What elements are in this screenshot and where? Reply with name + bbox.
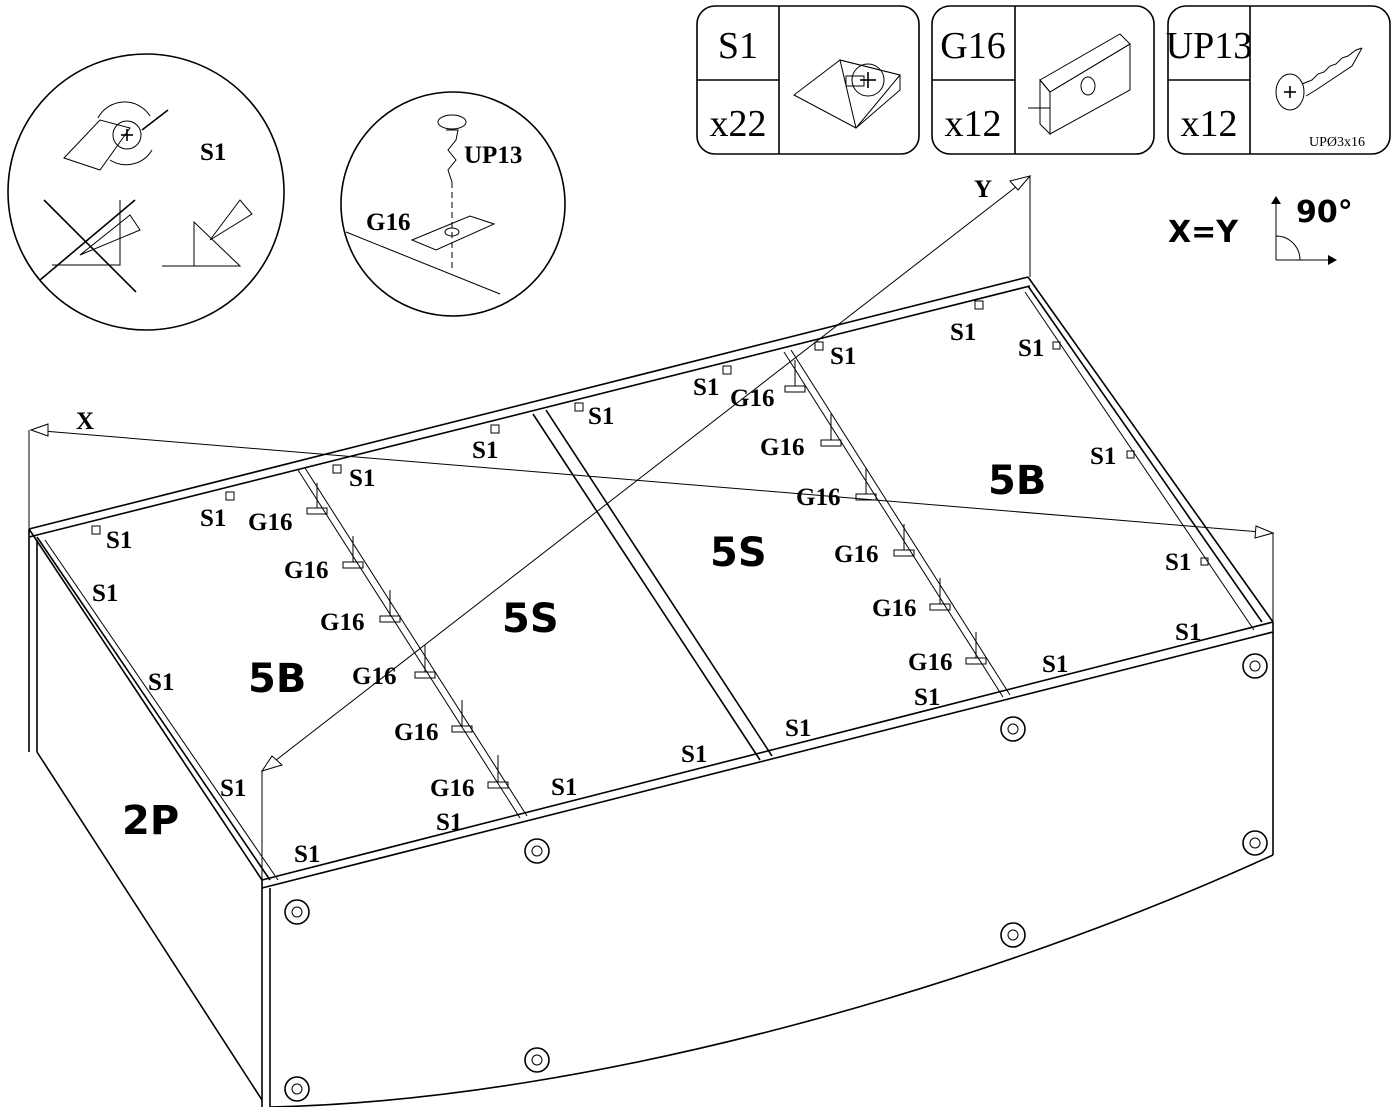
s1-callout: S1	[588, 403, 614, 430]
incorrect-mount-icon	[39, 199, 141, 293]
g16-callout: G16	[796, 484, 840, 511]
g16-callout: G16	[760, 434, 804, 461]
detail-screw-label: UP13	[464, 142, 522, 169]
part-qty: x12	[1181, 103, 1238, 145]
s1-callout: S1	[785, 715, 811, 742]
part-code: G16	[940, 25, 1005, 67]
s1-callout: S1	[472, 437, 498, 464]
s1-callout: S1	[148, 669, 174, 696]
s1-callout: S1	[349, 465, 375, 492]
g16-callout: G16	[430, 775, 474, 802]
front-cam-holes	[284, 653, 1268, 1102]
g16-right-column: G16 G16 G16 G16 G16 G16	[730, 360, 987, 676]
square-angle: 90°	[1296, 195, 1353, 230]
screw-spec: UPØ3x16	[1309, 135, 1365, 150]
g16-callout: G16	[248, 509, 292, 536]
connector-plate-icon	[1028, 33, 1131, 136]
s1-callout: S1	[830, 343, 856, 370]
s1-callout: S1	[1165, 549, 1191, 576]
part-card-s1: S1 x22	[696, 5, 920, 155]
g16-left-column: G16 G16 G16 G16 G16 G16	[248, 483, 509, 802]
part-card-g16: G16 x12	[931, 5, 1155, 155]
g16-callout: G16	[394, 719, 438, 746]
s1-callout: S1	[106, 527, 132, 554]
square-equation: X=Y	[1168, 215, 1239, 250]
s1-callout: S1	[220, 775, 246, 802]
g16-callout: G16	[320, 609, 364, 636]
s1-callout: S1	[693, 374, 719, 401]
s1-callout: S1	[950, 319, 976, 346]
g16-callout: G16	[730, 385, 774, 412]
g16-callout: G16	[834, 541, 878, 568]
square-check: X=Y 90°	[1168, 195, 1353, 265]
detail-circle-g16: UP13 G16	[340, 91, 566, 317]
part-code: S1	[718, 25, 758, 67]
s1-callout: S1	[1175, 619, 1201, 646]
part-card-up13: UP13 x12 UPØ3x16	[1166, 5, 1391, 155]
part-qty: x12	[945, 103, 1002, 145]
g16-callout: G16	[284, 557, 328, 584]
screw-icon	[1275, 47, 1363, 111]
s1-callout: S1	[92, 580, 118, 607]
axis-x-label: X	[76, 408, 94, 435]
detail-circle-s1: S1	[7, 53, 285, 331]
g16-callout: G16	[352, 663, 396, 690]
s1-callout: S1	[200, 505, 226, 532]
panel-label-left-shelf: 5S	[502, 596, 559, 642]
detail-plate-label: G16	[366, 209, 410, 236]
correct-mount-icon	[162, 199, 253, 267]
s1-callout: S1	[551, 774, 577, 801]
s1-callouts: S1 S1 S1 S1 S1 S1 S1 S1 S1 S1 S1 S1 S1 S…	[92, 319, 1201, 868]
s1-callout: S1	[1042, 651, 1068, 678]
panel-label-right-end: 5B	[988, 458, 1046, 504]
s1-callout: S1	[1018, 335, 1044, 362]
panel-label-right-shelf: 5S	[710, 530, 767, 576]
s1-callout: S1	[914, 684, 940, 711]
part-qty: x22	[710, 103, 767, 145]
cam-lock-fitting-icon	[63, 101, 169, 171]
axis-y-label: Y	[974, 176, 992, 203]
panel-label-front: 2P	[122, 798, 179, 844]
g16-callouts: G16 G16 G16 G16 G16 G16 G16 G16 G16 G16 …	[248, 360, 987, 802]
s1-callout: S1	[436, 809, 462, 836]
connector-plate-icon	[410, 215, 496, 251]
panel-label-left-end: 5B	[248, 656, 306, 702]
cabinet-outline	[28, 175, 1275, 1107]
cam-lock-fitting-icon	[793, 59, 901, 129]
s1-callout: S1	[294, 841, 320, 868]
s1-callout: S1	[681, 741, 707, 768]
g16-callout: G16	[872, 595, 916, 622]
part-code: UP13	[1166, 25, 1253, 67]
g16-callout: G16	[908, 649, 952, 676]
s1-callout: S1	[1090, 443, 1116, 470]
detail-s1-label: S1	[200, 139, 226, 166]
s1-fittings	[91, 300, 1209, 566]
